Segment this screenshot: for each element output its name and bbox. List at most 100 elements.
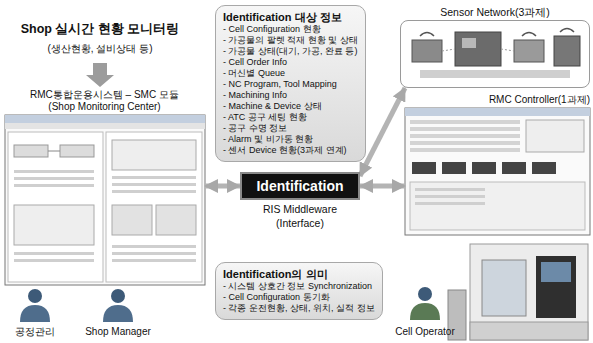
- smc-screenshot: [14, 145, 48, 157]
- rmc-controller-screenshot: [442, 162, 466, 174]
- rmc-controller-screenshot: [472, 162, 496, 174]
- list-item: - 센서 Device 현황(3과제 연계): [223, 145, 358, 156]
- node-heading: Sensor Network(3과제): [401, 6, 589, 19]
- smc-screenshot: [14, 177, 94, 180]
- list-item: - 머신별 Queue: [223, 68, 358, 79]
- person-icon: [111, 289, 125, 303]
- text-label: RIS Middleware: [263, 203, 337, 216]
- person-icon: [28, 289, 42, 303]
- list-item: - 각종 운전현황, 상태, 위치, 실적 정보: [223, 303, 375, 314]
- machine-illustration: [536, 256, 576, 318]
- rmc-controller-screenshot: [410, 148, 520, 152]
- rmc-controller-screenshot: [410, 127, 520, 131]
- list-item: - Cell Order Info: [223, 57, 358, 68]
- sensor-devices: [420, 33, 434, 37]
- smc-screenshot: [112, 259, 196, 262]
- list-item: - 가공물 상태(대기, 가공, 완료 등): [223, 46, 358, 57]
- sensor-devices: [514, 40, 544, 62]
- text-label: Cell Operator: [395, 326, 454, 338]
- smc-screenshot: [112, 252, 196, 255]
- smc-screenshot: [112, 190, 196, 193]
- rmc-controller-screenshot: [405, 108, 590, 235]
- sensor-devices: [560, 29, 574, 33]
- sensor-devices: [462, 38, 476, 48]
- rmc-controller-screenshot: [410, 141, 520, 145]
- rmc-controller-screenshot: [412, 162, 436, 174]
- info-box: Identification 대상 정보- Cell Configuration…: [215, 5, 366, 162]
- sensor-devices: [501, 49, 514, 51]
- sensor-devices: [442, 49, 455, 51]
- list-item: - NC Program, Tool Mapping: [223, 79, 358, 90]
- node-heading: Identification: [256, 178, 343, 194]
- down-arrow: [86, 63, 114, 87]
- rmc-controller-screenshot: [415, 188, 485, 191]
- person-icon: [103, 305, 133, 322]
- person-icon: [20, 305, 50, 322]
- connector-arrow: [360, 88, 405, 176]
- list-item: - ATC 공구 세팅 현황: [223, 112, 358, 123]
- sensor-network-panel: Sensor Network(3과제): [400, 20, 590, 88]
- node-heading: RMC Controller(1과제): [489, 94, 590, 106]
- rmc-controller-screenshot: [410, 120, 520, 124]
- list-item: - Machine & Device 상태: [223, 101, 358, 112]
- smc-screenshot: [48, 151, 60, 152]
- smc-screenshot: [14, 170, 94, 173]
- smc-screenshot: [112, 183, 196, 186]
- smc-screenshot: [60, 145, 94, 157]
- rmc-controller-screenshot: [415, 202, 485, 205]
- machine-illustration: [448, 244, 588, 340]
- list-item: - Cell Configuration 현황: [223, 24, 358, 35]
- smc-screenshot: [14, 252, 94, 255]
- text-label: 공정관리: [15, 326, 55, 338]
- rmc-controller-screenshot: [405, 108, 590, 235]
- list-item: - Cell Configuration 동기화: [223, 292, 375, 303]
- down-arrow: [86, 63, 114, 87]
- list-item: - 공구 수명 정보: [223, 123, 358, 134]
- smc-screenshot: [8, 132, 103, 282]
- connector-arrow: [360, 184, 405, 189]
- connector-arrow: [205, 184, 240, 189]
- sensor-devices: [455, 32, 501, 66]
- list-item: - Alarm 및 비가동 현황: [223, 134, 358, 145]
- machine-illustration: [482, 260, 526, 316]
- sensor-devices: [522, 33, 536, 37]
- smc-screenshot: [14, 205, 94, 245]
- smc-screenshot: [5, 115, 205, 285]
- smc-screenshot: [112, 205, 152, 235]
- rmc-controller-screenshot: [410, 182, 585, 230]
- smc-screenshot: [112, 140, 196, 170]
- text-label: (Interface): [276, 217, 324, 230]
- screen-panel: RMC통합운용시스템 – SMC 모듈 (Shop Monitoring Cen…: [5, 115, 205, 285]
- node-heading: RMC통합운용시스템 – SMC 모듈 (Shop Monitoring Cen…: [17, 89, 192, 113]
- machine-illustration: [470, 322, 588, 340]
- node-heading: Identification 대상 정보: [223, 10, 358, 24]
- sensor-devices: [412, 40, 442, 62]
- rmc-controller-screenshot: [532, 162, 556, 174]
- rmc-controller-screenshot: [415, 195, 485, 198]
- smc-screenshot: [14, 259, 94, 262]
- smc-screenshot: [5, 115, 205, 285]
- smc-screenshot: [112, 245, 196, 248]
- rmc-controller-screenshot: [526, 120, 584, 152]
- node-heading: Identification의 의미: [223, 267, 375, 281]
- machine-illustration: [470, 244, 588, 340]
- screen-panel: RMC Controller(1과제): [405, 108, 590, 235]
- text-label: (생산현황, 설비상태 등): [48, 43, 153, 55]
- person-icon: [410, 303, 440, 320]
- person-icon: [418, 287, 432, 301]
- info-box: Identification의 의미- 시스템 상호간 정보 Synchroni…: [215, 262, 383, 320]
- sensor-devices: [412, 29, 580, 79]
- sensor-devices: [420, 70, 570, 78]
- list-item: - 시스템 상호간 정보 Synchronization: [223, 281, 375, 292]
- rmc-controller-screenshot: [502, 162, 526, 174]
- middleware-box: Identification: [240, 172, 360, 200]
- rmc-controller-screenshot: [405, 108, 590, 116]
- rmc-controller-screenshot: [410, 134, 520, 138]
- smc-screenshot: [5, 115, 205, 123]
- list-item: - Machining Info: [223, 90, 358, 101]
- smc-screenshot: [106, 132, 202, 282]
- sensor-devices: [554, 36, 580, 66]
- smc-screenshot: [112, 176, 196, 179]
- machine-illustration: [541, 262, 571, 282]
